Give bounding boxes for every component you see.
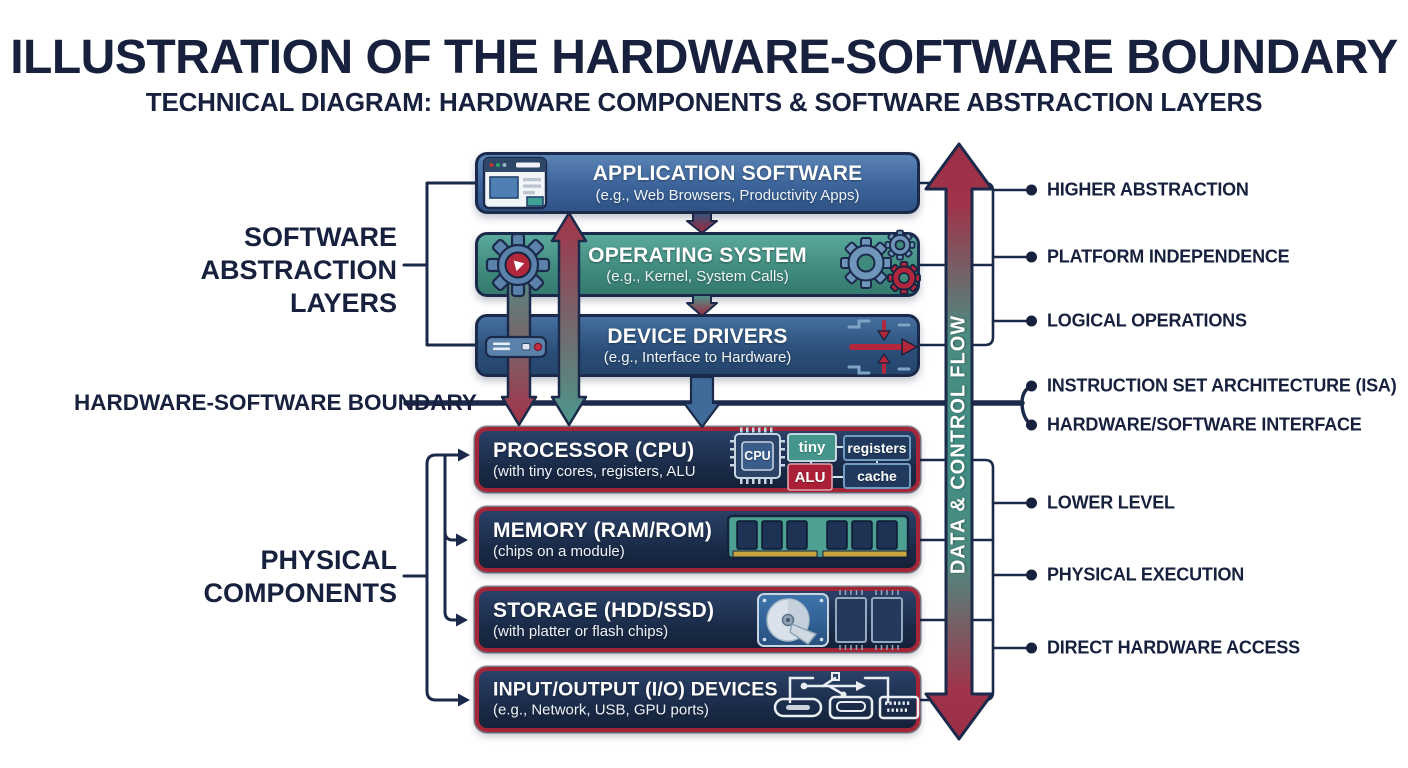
gears-cluster-icon: [840, 229, 921, 295]
drivers-title: DEVICE DRIVERS: [607, 324, 788, 348]
memory-title: MEMORY (RAM/ROM): [493, 518, 713, 542]
cpu-block-diagram: [787, 433, 911, 491]
data-control-flow-arrow: [924, 142, 994, 741]
storage-title: STORAGE (HDD/SSD): [493, 598, 715, 622]
software-label-stubs: [991, 188, 1030, 323]
data-control-flow-label: DATA & CONTROL FLOW: [947, 314, 970, 575]
cpu-title: PROCESSOR (CPU): [493, 438, 695, 462]
cpu-tiny-label: tiny: [798, 439, 826, 456]
io-title: INPUT/OUTPUT (I/O) DEVICES: [493, 678, 778, 701]
app-cpu-double-arrow-band: [550, 211, 588, 427]
cpu-subtitle: (with tiny cores, registers, ALU: [493, 462, 696, 480]
drivers-to-cpu-arrow: [682, 375, 722, 429]
memory-subtitle: (chips on a module): [493, 542, 625, 560]
os-subtitle: (e.g., Kernel, System Calls): [606, 267, 789, 285]
cpu-cache-label: cache: [857, 468, 897, 484]
physical-branch-lines: [434, 453, 460, 702]
application-subtitle: (e.g., Web Browsers, Productivity Apps): [595, 186, 860, 204]
application-software-box: APPLICATION SOFTWARE (e.g., Web Browsers…: [475, 152, 920, 214]
cpu-chip-label: CPU: [744, 449, 771, 463]
hdd-platter-flash-icon: [757, 590, 903, 650]
operating-system-box: OPERATING SYSTEM (e.g., Kernel, System C…: [475, 232, 920, 297]
io-devices-box: INPUT/OUTPUT (I/O) DEVICES (e.g., Networ…: [475, 667, 920, 732]
device-drivers-box: DEVICE DRIVERS (e.g., Interface to Hardw…: [475, 314, 920, 377]
app-to-os-arrow: [686, 212, 718, 234]
os-title: OPERATING SYSTEM: [588, 243, 807, 267]
io-subtitle: (e.g., Network, USB, GPU ports): [493, 702, 709, 720]
storage-subtitle: (with platter or flash chips): [493, 622, 669, 640]
physical-arrowheads: [456, 448, 470, 707]
drivers-subtitle: (e.g., Interface to Hardware): [603, 348, 792, 366]
device-bar-icon: [484, 335, 548, 359]
gear-play-icon: [485, 232, 551, 298]
cpu-chip-icon: [730, 427, 785, 484]
browser-window-icon: [482, 156, 548, 210]
cpu-registers-label: registers: [847, 440, 907, 456]
cpu-alu-label: ALU: [794, 468, 826, 486]
hardware-label-stubs: [991, 501, 1030, 650]
physical-bracket-inner: [443, 455, 458, 622]
application-title: APPLICATION SOFTWARE: [592, 161, 863, 185]
usb-ports-icon: [773, 672, 920, 720]
ram-module-icon: [726, 514, 910, 560]
os-to-drivers-arrow: [686, 294, 718, 317]
physical-bracket-outer: [425, 453, 438, 702]
signal-arrows-icon: [847, 319, 919, 375]
